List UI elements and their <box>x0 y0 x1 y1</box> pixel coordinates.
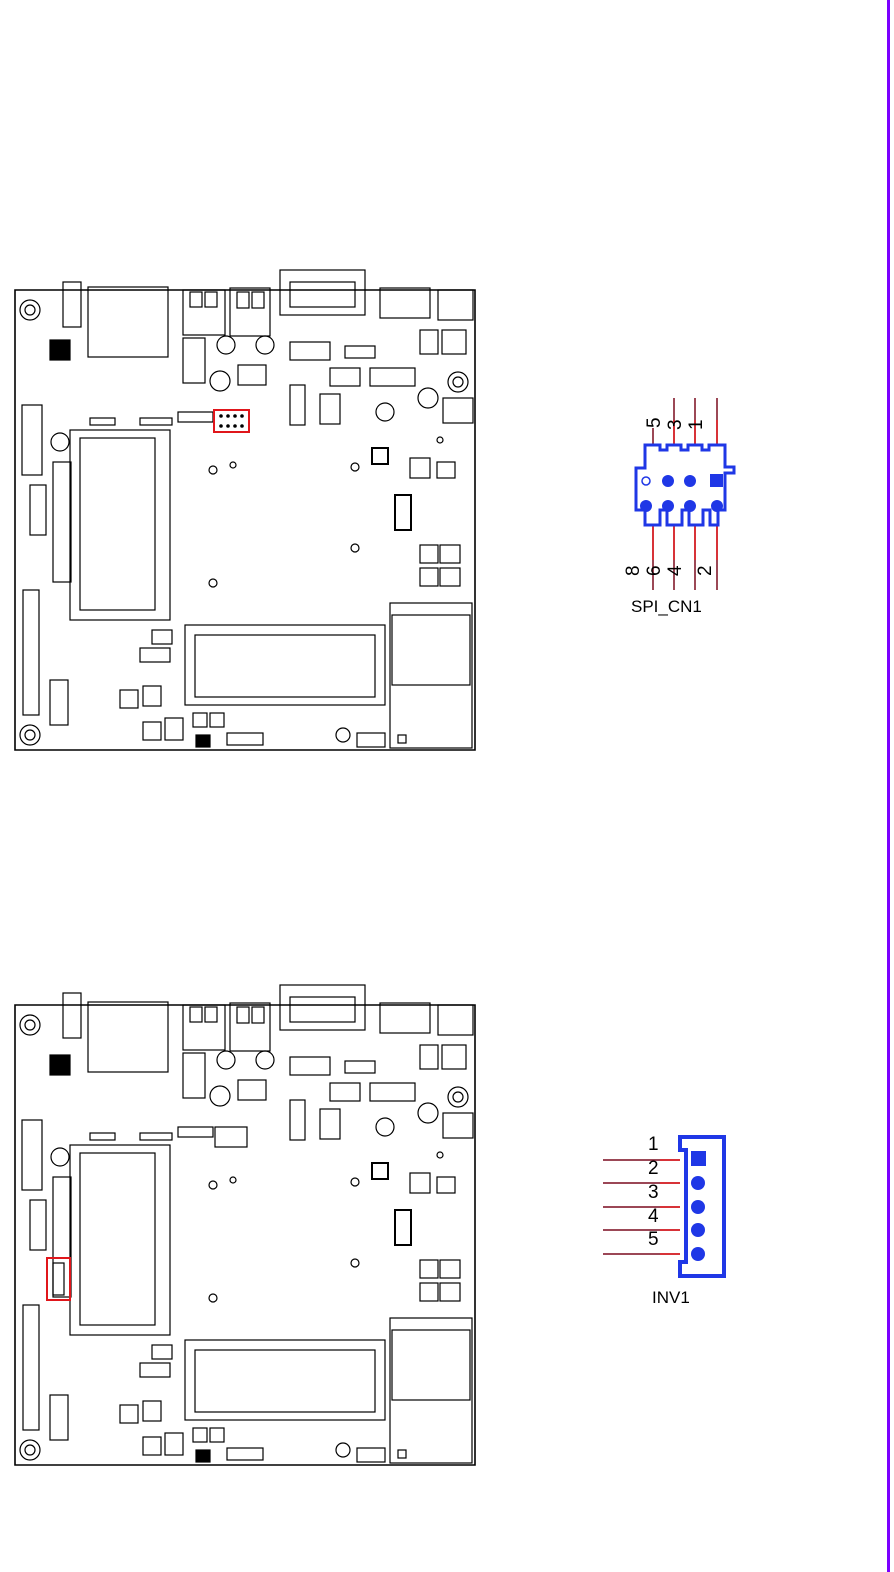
spi-pin-1-label: 1 <box>686 419 707 430</box>
spi-pin-6-label: 6 <box>644 565 665 576</box>
inv-connector-name: INV1 <box>652 1288 690 1307</box>
spi-pin-5-label: 5 <box>644 417 665 428</box>
spi-pin-3-label: 3 <box>665 419 686 430</box>
inv-pin-2-label: 2 <box>648 1158 659 1179</box>
spi-pin-2-label: 2 <box>695 565 716 576</box>
inv-pin-5-label: 5 <box>648 1229 659 1250</box>
inv-pin-3-label: 3 <box>648 1182 659 1203</box>
spi-connector-name: SPI_CN1 <box>631 597 702 616</box>
motherboard-outline-inv <box>15 985 475 1465</box>
inv-pin-4-label: 4 <box>648 1206 659 1227</box>
spi-header-highlight <box>214 410 249 432</box>
inv-header-highlight <box>47 1258 70 1300</box>
inv1-pinout <box>603 1137 724 1276</box>
inv-pin-1-label: 1 <box>648 1134 659 1155</box>
motherboard-outline-spi <box>15 270 475 750</box>
spi-pin-4-label: 4 <box>665 565 686 576</box>
spi-pin-8-label: 8 <box>623 565 644 576</box>
